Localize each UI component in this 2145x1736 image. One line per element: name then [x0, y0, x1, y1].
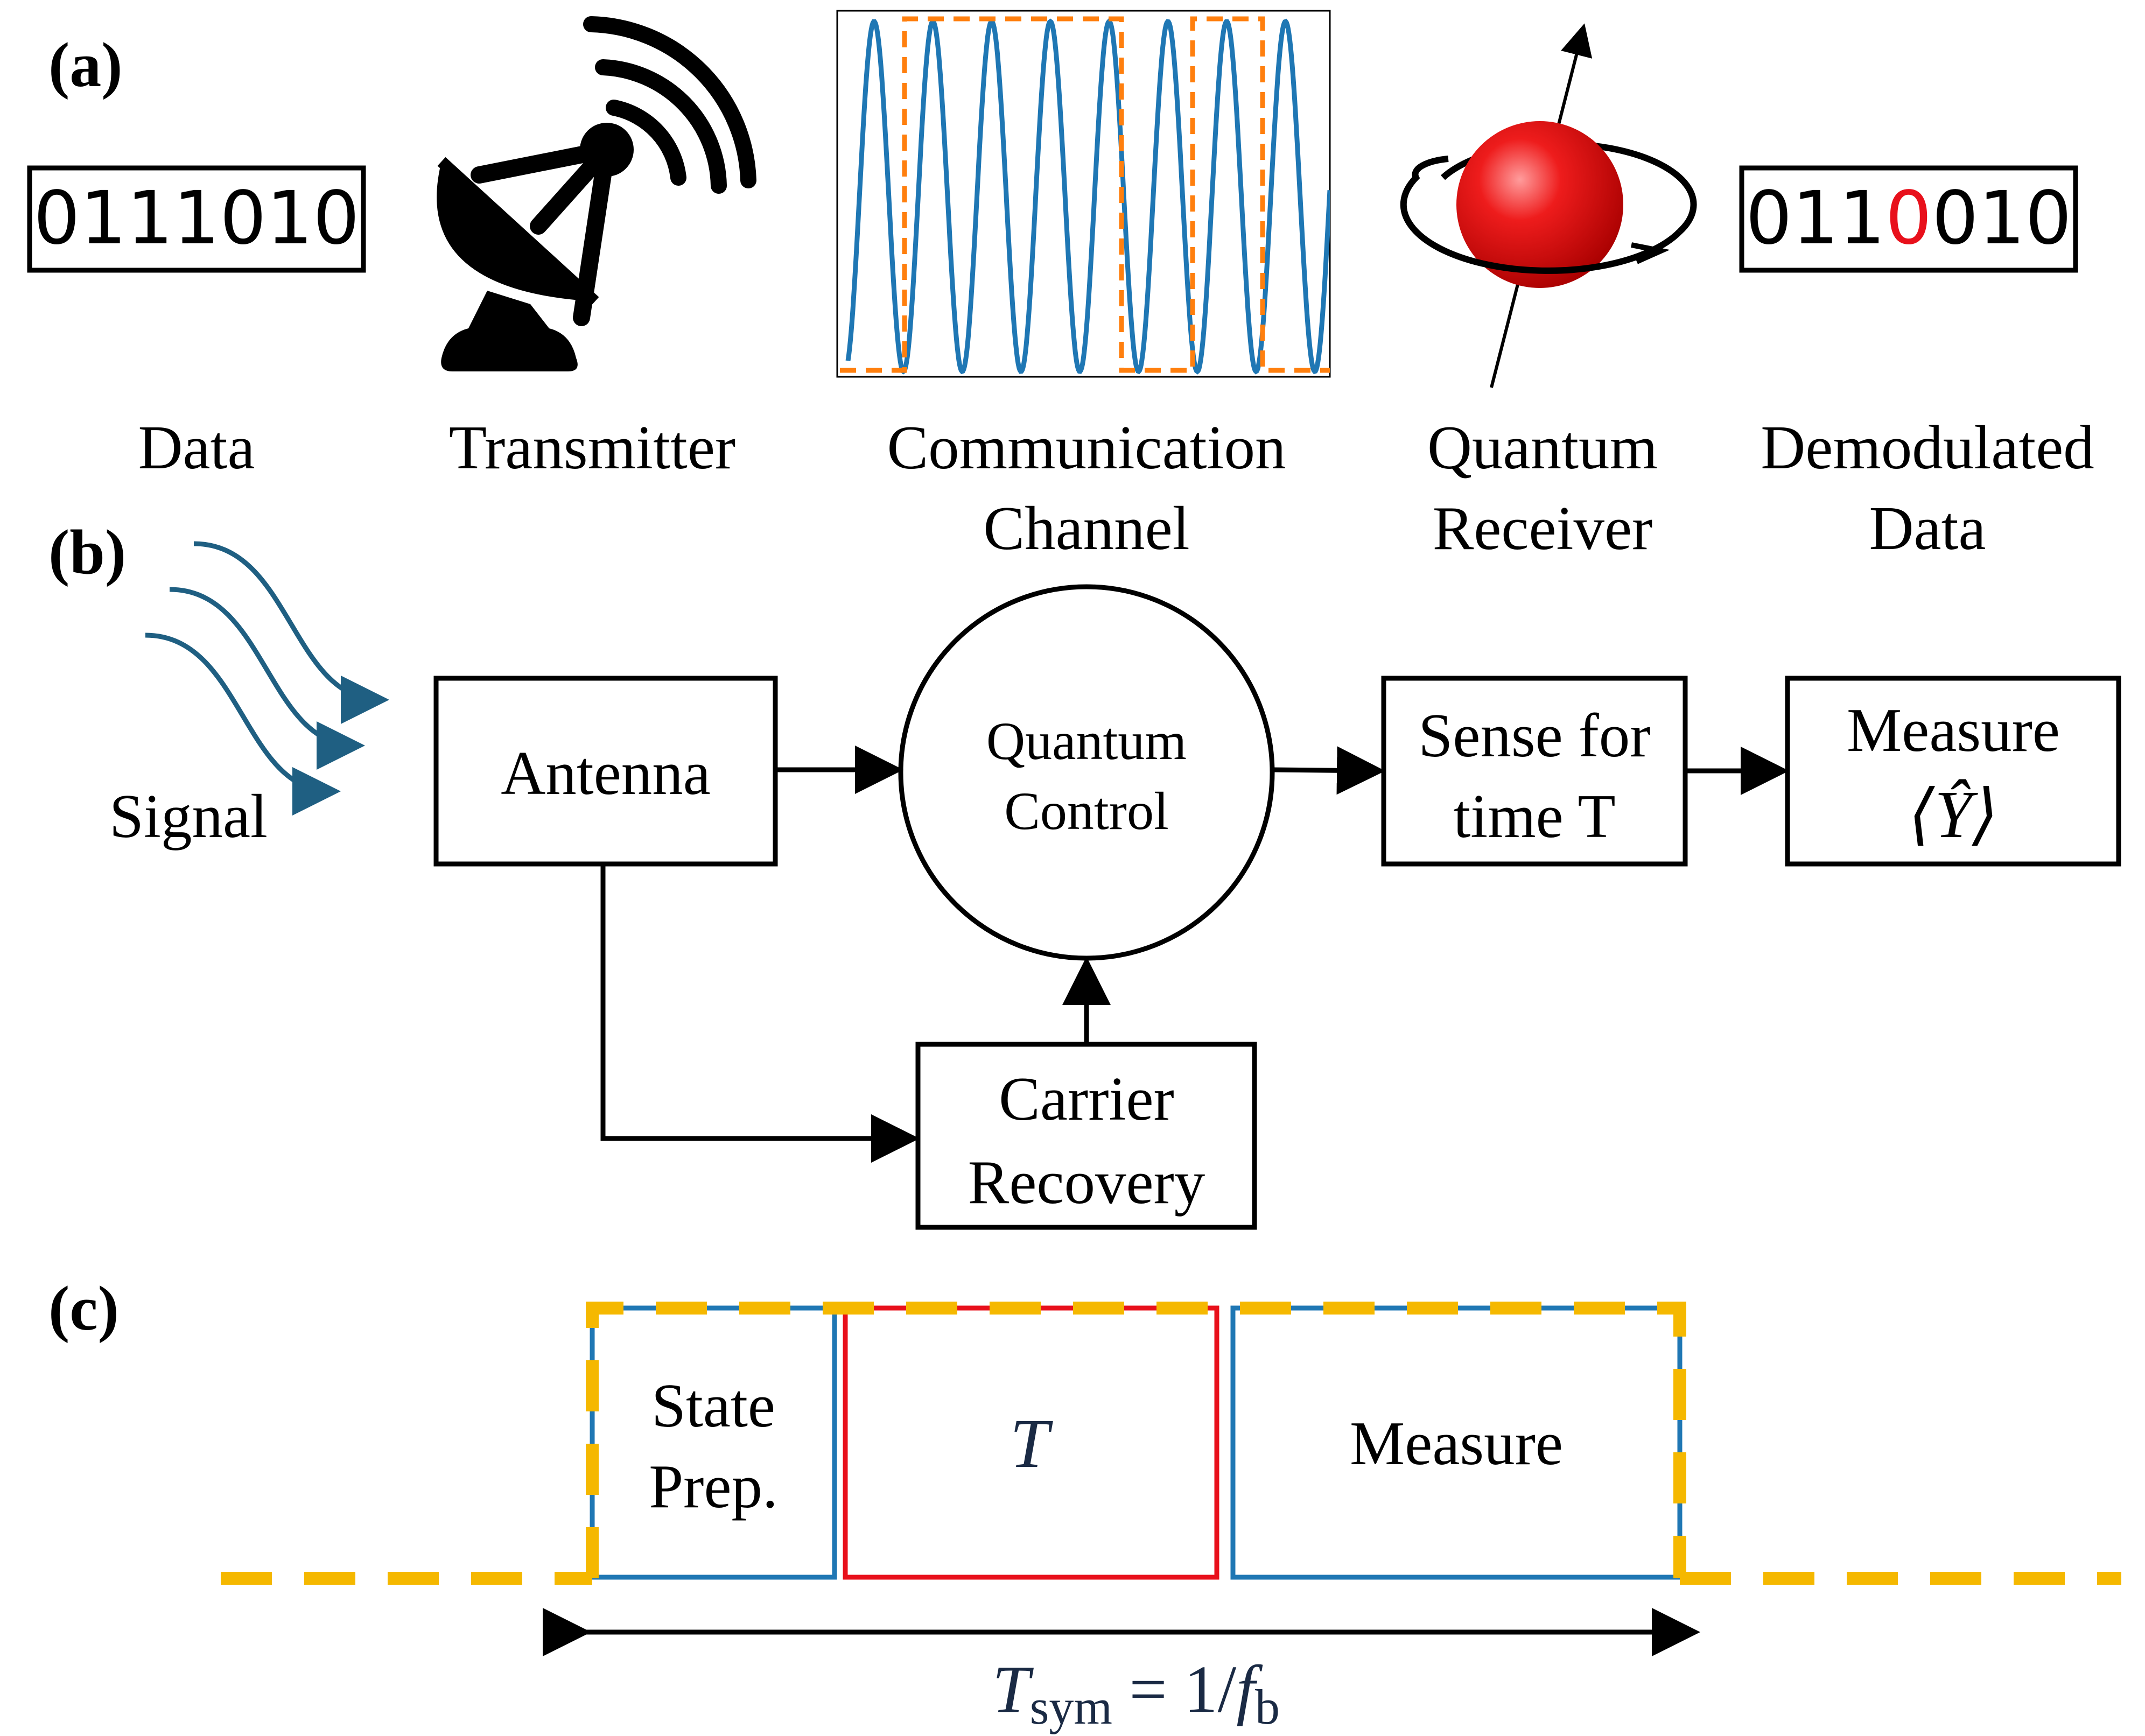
- panel-b-label: (b): [48, 517, 126, 587]
- receiver-caption-line1: Quantum: [1427, 413, 1658, 482]
- quantum-control-line2: Control: [1004, 781, 1169, 841]
- demod-bits: 0110010: [1746, 176, 2072, 261]
- receiver-caption-line2: Receiver: [1433, 494, 1653, 563]
- carrier-wave: [845, 18, 1330, 375]
- measure-line2: ⟨Ŷ⟩: [1908, 778, 1998, 852]
- demod-bits-after: 010: [1932, 176, 2072, 261]
- period-T: T: [992, 1653, 1034, 1727]
- data-bits: 0111010: [33, 176, 360, 261]
- panel-c-label: (c): [48, 1273, 119, 1344]
- demod-caption-line1: Demodulated: [1761, 413, 2094, 482]
- period-fsub: b: [1255, 1679, 1280, 1734]
- quantum-control-node: [898, 584, 1275, 961]
- channel-caption-line2: Channel: [983, 494, 1189, 563]
- symbol-period-label: Tsym = 1/fb: [992, 1653, 1280, 1734]
- data-box: 0111010: [27, 165, 366, 273]
- channel-caption-line1: Communication: [887, 413, 1286, 482]
- signal-label: Signal: [109, 782, 268, 851]
- bit-stream: [840, 16, 1330, 373]
- demod-bits-before: 011: [1746, 176, 1885, 261]
- transmitter-caption: Transmitter: [449, 413, 735, 482]
- symbol-envelope: [221, 1302, 2121, 1585]
- signal-waves: [145, 541, 389, 816]
- demod-caption-line2: Data: [1869, 494, 1986, 563]
- measure-line1: Measure: [1847, 696, 2060, 764]
- sense-line1: Sense for: [1418, 701, 1650, 770]
- quantum-control-line1: Quantum: [986, 711, 1187, 771]
- state-prep-line1: State: [651, 1372, 775, 1440]
- carrier-line1: Carrier: [999, 1065, 1174, 1133]
- flow-arrows: [600, 746, 1789, 1163]
- antenna-label: Antenna: [501, 739, 711, 807]
- period-sub: sym: [1030, 1679, 1112, 1734]
- panel-a-label: (a): [48, 30, 123, 100]
- state-prep-line2: Prep.: [649, 1452, 778, 1521]
- state-prep-box: [590, 1305, 837, 1580]
- sense-line2: time T: [1453, 782, 1615, 851]
- period-eq: = 1/: [1112, 1653, 1236, 1727]
- satellite-dish-icon: [437, 16, 756, 371]
- carrier-line2: Recovery: [968, 1148, 1205, 1217]
- demod-bits-flipped: 0: [1885, 176, 1932, 261]
- sensing-time-label: T: [1010, 1405, 1053, 1482]
- channel-plot: [836, 10, 1331, 378]
- demod-box: 0110010: [1739, 165, 2078, 273]
- spin-sphere-icon: [1400, 23, 1697, 388]
- measure-interval-label: Measure: [1350, 1409, 1563, 1478]
- data-caption: Data: [138, 413, 255, 482]
